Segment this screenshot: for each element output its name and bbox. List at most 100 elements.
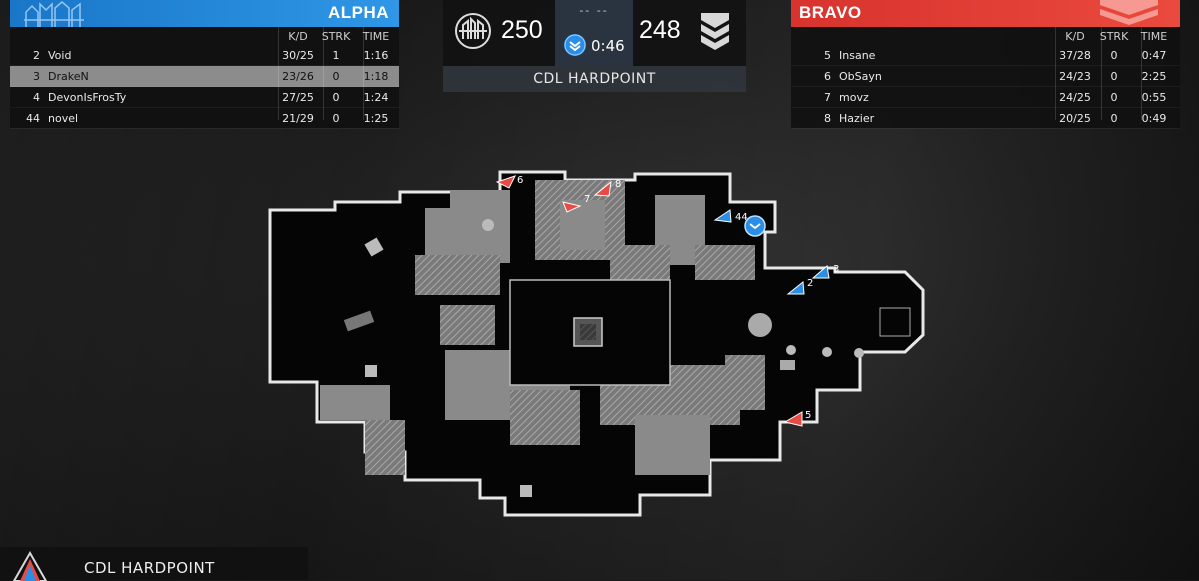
player-kd: 23/26 [282,70,314,83]
alpha-emblem-icon [455,13,491,49]
player-streak: 0 [332,70,340,83]
player-number: 3 [33,70,40,83]
chevron-shield-icon [701,13,729,50]
column-divider [278,27,279,120]
bottom-mode-label: CDL HARDPOINT [84,559,215,577]
player-kd: 24/23 [1059,70,1091,83]
bravo-column-headers: K/D STRK TIME [791,27,1180,45]
player-kd: 37/28 [1059,49,1091,62]
hardpoint-chevron-icon [564,34,586,56]
player-name: Hazier [839,112,875,125]
alpha-team-name: ALPHA [327,3,389,22]
svg-text:8: 8 [615,179,621,190]
bravo-strk-header: STRK [1099,30,1129,43]
alpha-player-row: 44 novel 21/29 0 1:25 [10,108,399,129]
hardpoint-status: -- -- 0:46 [555,0,633,66]
player-kd: 21/29 [282,112,314,125]
alpha-time-header: TIME [362,30,390,43]
alpha-column-headers: K/D STRK TIME [10,27,399,45]
player-streak: 0 [332,112,340,125]
alpha-score: 250 [501,16,543,44]
svg-text:44: 44 [735,212,748,223]
bravo-header: BRAVO [791,0,1180,27]
player-kd: 30/25 [282,49,314,62]
player-streak: 0 [1110,112,1118,125]
svg-text:3: 3 [833,264,839,275]
alpha-strk-header: STRK [321,30,351,43]
player-number: 44 [26,112,40,125]
player-marker-5: 5 [783,410,811,427]
bravo-player-row: 8 Hazier 20/25 0 0:49 [791,108,1180,129]
player-streak: 1 [332,49,340,62]
bravo-player-row: 6 ObSayn 24/23 0 2:25 [791,66,1180,87]
bravo-team-name: BRAVO [799,3,862,22]
player-marker-2: 2 [786,278,813,295]
hardpoint-timer: 0:46 [591,37,625,55]
player-marker-3: 3 [811,264,839,279]
player-time: 1:25 [363,112,389,125]
bravo-score: 248 [639,16,681,44]
column-divider [1055,27,1056,120]
bravo-player-row: 5 Insane 37/28 0 0:47 [791,45,1180,66]
player-time: 0:49 [1141,112,1167,125]
alpha-team-panel: ALPHA K/D STRK TIME 2 Void 30/25 1 1:16 … [10,0,399,129]
hardpoint-map-icon [744,215,766,237]
player-name: Insane [839,49,876,62]
scoreboard: 250 -- -- 0:46 248 [443,0,746,66]
event-logo-icon [12,550,48,581]
player-time: 0:47 [1141,49,1167,62]
alpha-kd-header: K/D [288,30,308,43]
svg-text:5: 5 [805,410,811,421]
player-name: DevonIsFrosTy [48,91,127,104]
map-buildings [343,219,911,497]
column-divider [1141,27,1142,120]
player-marker-7: 7 [562,194,590,213]
player-streak: 0 [1110,49,1118,62]
player-time: 1:18 [363,70,389,83]
player-kd: 20/25 [1059,112,1091,125]
column-divider [1101,27,1102,120]
player-number: 8 [824,112,831,125]
player-time: 1:24 [363,91,389,104]
bravo-kd-header: K/D [1065,30,1085,43]
bravo-player-row: 7 movz 24/25 0 0:55 [791,87,1180,108]
alpha-skyline-logo-icon [24,1,84,27]
minimap: 6 7 8 44 3 2 5 [268,170,925,517]
player-time: 1:16 [363,49,389,62]
alpha-header: ALPHA [10,0,399,27]
player-name: ObSayn [839,70,882,83]
player-name: DrakeN [48,70,89,83]
player-time: 2:25 [1141,70,1167,83]
player-number: 5 [824,49,831,62]
alpha-player-row: 4 DevonIsFrosTy 27/25 0 1:24 [10,87,399,108]
svg-text:7: 7 [584,194,590,205]
player-streak: 0 [1110,70,1118,83]
player-marker-6: 6 [495,175,523,189]
bravo-chevron-logo-icon [1100,0,1158,25]
player-number: 2 [33,49,40,62]
alpha-player-row: 2 Void 30/25 1 1:16 [10,45,399,66]
player-streak: 0 [1110,91,1118,104]
player-marker-8: 8 [593,179,621,197]
game-mode-label: CDL HARDPOINT [443,66,746,92]
column-divider [363,27,364,120]
player-number: 6 [824,70,831,83]
svg-text:6: 6 [517,175,523,186]
dashes: -- -- [579,4,609,17]
bravo-team-panel: BRAVO K/D STRK TIME 5 Insane 37/28 0 0:4… [791,0,1180,129]
bravo-time-header: TIME [1140,30,1168,43]
player-streak: 0 [332,91,340,104]
player-number: 7 [824,91,831,104]
player-name: novel [48,112,79,125]
svg-text:2: 2 [807,278,813,289]
player-number: 4 [33,91,40,104]
player-time: 0:55 [1141,91,1167,104]
column-divider [323,27,324,120]
player-name: Void [48,49,72,62]
player-marker-44: 44 [713,209,748,223]
player-name: movz [839,91,869,104]
bottom-mode-panel: CDL HARDPOINT [0,547,308,581]
alpha-player-row-highlighted: 3 DrakeN 23/26 0 1:18 [10,66,399,87]
player-kd: 24/25 [1059,91,1091,104]
player-kd: 27/25 [282,91,314,104]
